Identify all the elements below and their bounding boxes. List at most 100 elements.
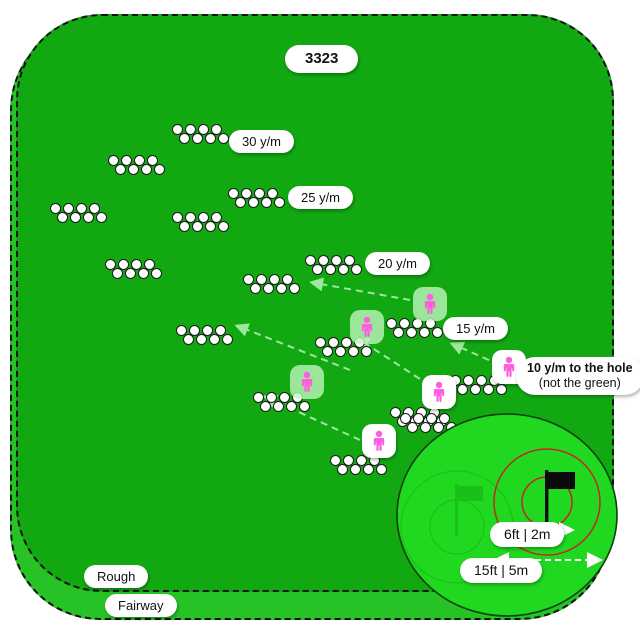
golf-ball-icon <box>386 318 397 329</box>
golf-ball-icon <box>112 268 123 279</box>
golf-ball-icon <box>269 274 280 285</box>
golf-ball-icon <box>185 124 196 135</box>
golf-ball-icon <box>89 203 100 214</box>
inner-measure-label: 6ft | 2m <box>490 522 565 547</box>
green-detail-inset: 6ft | 2m 15ft | 5m <box>395 412 623 624</box>
golf-ball-icon <box>147 155 158 166</box>
ball-cluster <box>172 212 231 232</box>
golf-ball-icon <box>356 455 367 466</box>
golf-ball-icon <box>222 334 233 345</box>
golf-ball-icon <box>118 259 129 270</box>
golf-ball-icon <box>179 221 190 232</box>
ball-cluster <box>108 155 167 175</box>
person-marker[interactable] <box>422 375 456 409</box>
golf-ball-icon <box>243 274 254 285</box>
golf-ball-icon <box>105 259 116 270</box>
golf-ball-icon <box>276 283 287 294</box>
golf-ball-icon <box>261 197 272 208</box>
golf-ball-icon <box>211 124 222 135</box>
golf-ball-icon <box>215 325 226 336</box>
golf-ball-icon <box>363 464 374 475</box>
golf-ball-icon <box>470 384 481 395</box>
golf-ball-icon <box>361 346 372 357</box>
golf-ball-icon <box>96 212 107 223</box>
golf-ball-icon <box>185 212 196 223</box>
golf-ball-icon <box>138 268 149 279</box>
golf-ball-icon <box>330 455 341 466</box>
golf-ball-icon <box>141 164 152 175</box>
golf-ball-icon <box>331 255 342 266</box>
golf-ball-icon <box>299 401 310 412</box>
golf-ball-icon <box>205 133 216 144</box>
golf-ball-icon <box>263 283 274 294</box>
golf-ball-icon <box>406 327 417 338</box>
golf-ball-icon <box>305 255 316 266</box>
golf-ball-icon <box>325 264 336 275</box>
golf-ball-icon <box>228 188 239 199</box>
golf-ball-icon <box>419 327 430 338</box>
person-marker[interactable] <box>413 287 447 321</box>
golf-ball-icon <box>476 375 487 386</box>
golf-ball-icon <box>63 203 74 214</box>
golf-ball-icon <box>344 255 355 266</box>
golf-ball-icon <box>337 464 348 475</box>
golf-ball-icon <box>318 255 329 266</box>
golf-ball-icon <box>248 197 259 208</box>
golf-ball-icon <box>322 346 333 357</box>
golf-ball-icon <box>189 325 200 336</box>
person-icon <box>297 371 317 393</box>
golf-ball-icon <box>348 346 359 357</box>
golf-ball-icon <box>496 384 507 395</box>
golf-ball-icon <box>457 384 468 395</box>
distance-label-0: 30 y/m <box>229 130 295 154</box>
person-icon <box>429 381 449 403</box>
legend-rough: Rough <box>84 565 149 589</box>
golf-ball-icon <box>125 268 136 279</box>
golf-ball-icon <box>338 264 349 275</box>
ball-cluster <box>228 188 287 208</box>
hole-distance-callout: 10 y/m to the hole (not the green) <box>516 357 640 395</box>
person-icon <box>369 430 389 452</box>
golf-ball-icon <box>343 455 354 466</box>
person-icon <box>420 293 440 315</box>
golf-ball-icon <box>134 155 145 166</box>
golf-ball-icon <box>144 259 155 270</box>
ball-cluster <box>243 274 302 294</box>
golf-ball-icon <box>241 188 252 199</box>
ball-cluster <box>330 455 389 475</box>
golf-ball-icon <box>413 413 424 424</box>
golf-ball-icon <box>115 164 126 175</box>
golf-ball-icon <box>260 401 271 412</box>
golf-ball-icon <box>439 413 450 424</box>
golf-ball-icon <box>350 464 361 475</box>
distance-label-3: 15 y/m <box>443 317 509 341</box>
golf-ball-icon <box>282 274 293 285</box>
golf-ball-icon <box>183 334 194 345</box>
golf-ball-icon <box>211 212 222 223</box>
ball-cluster <box>386 318 445 338</box>
hole-callout-line1: 10 y/m to the hole <box>527 361 633 375</box>
person-marker[interactable] <box>362 424 396 458</box>
distance-label-1: 25 y/m <box>288 186 354 210</box>
person-marker[interactable] <box>350 310 384 344</box>
golf-ball-icon <box>154 164 165 175</box>
golf-ball-icon <box>376 464 387 475</box>
golf-ball-icon <box>198 124 209 135</box>
person-marker[interactable] <box>290 365 324 399</box>
golf-ball-icon <box>267 188 278 199</box>
golf-ball-icon <box>192 221 203 232</box>
golf-ball-icon <box>176 325 187 336</box>
golf-ball-icon <box>50 203 61 214</box>
golf-ball-icon <box>196 334 207 345</box>
golf-ball-icon <box>83 212 94 223</box>
golf-ball-icon <box>205 221 216 232</box>
distance-label-2: 20 y/m <box>365 252 431 276</box>
green-surface <box>396 413 618 617</box>
golf-ball-icon <box>218 221 229 232</box>
golf-ball-icon <box>433 422 444 433</box>
golf-ball-icon <box>483 384 494 395</box>
hole-number-badge: 3323 <box>285 45 359 73</box>
ball-cluster <box>105 259 164 279</box>
golf-ball-icon <box>250 283 261 294</box>
